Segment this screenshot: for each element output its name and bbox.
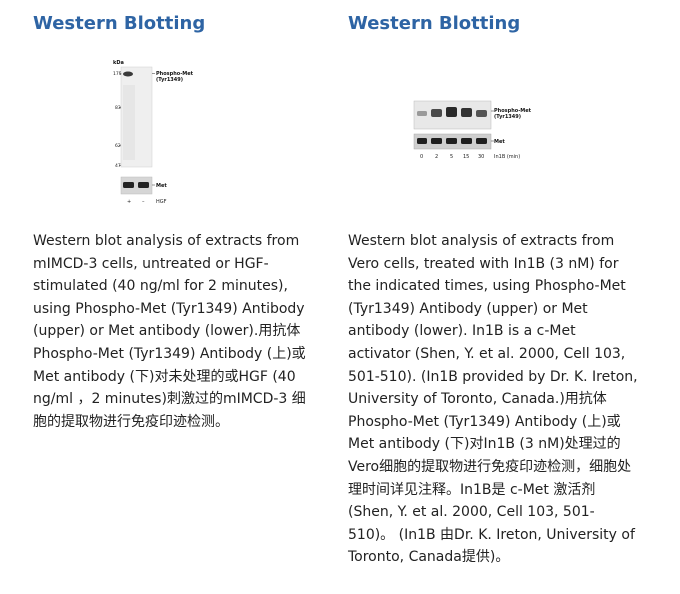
right-phospho-band-15: [461, 108, 472, 117]
right-met-band-2: [431, 138, 442, 144]
right-phospho-band-30: [476, 110, 487, 117]
left-blot-figure: kDa 175 83 62 47 Phospho-Met (Tyr13: [108, 55, 218, 210]
right-lane-value-15: 15: [463, 154, 469, 160]
left-marker-175: 175: [113, 71, 122, 77]
left-phospho-band: [123, 71, 133, 77]
left-title: Western Blotting: [33, 13, 206, 34]
left-marker-62: 62: [115, 143, 121, 149]
left-lane-axis-label: HGF: [156, 199, 167, 205]
left-marker-83: 83: [115, 105, 121, 111]
left-met-band-1: [123, 182, 134, 188]
left-upper-label-2: (Tyr1349): [156, 77, 183, 83]
right-lane-value-30: 30: [478, 154, 484, 160]
right-blot-svg: Phospho-Met (Tyr1349) Met 0 2 5 15 30 In…: [413, 100, 532, 160]
right-lane-value-2: 2: [435, 154, 438, 160]
right-upper-label-2: (Tyr1349): [494, 114, 521, 120]
right-met-band-5: [446, 138, 457, 144]
left-upper-label-1: Phospho-Met: [156, 71, 194, 77]
right-blot-figure: Phospho-Met (Tyr1349) Met 0 2 5 15 30 In…: [412, 97, 612, 167]
right-lane-axis-label: In1B (min): [494, 154, 520, 160]
right-met-band-30: [476, 138, 487, 144]
right-title: Western Blotting: [348, 13, 521, 34]
left-met-band-2: [138, 182, 149, 188]
right-caption: Western blot analysis of extracts from V…: [348, 233, 638, 566]
left-lower-panel: [120, 176, 153, 195]
right-met-band-0: [417, 138, 427, 144]
right-met-band-15: [461, 138, 472, 144]
right-lower-label: Met: [494, 139, 505, 145]
left-lane-smear: [123, 85, 135, 160]
left-blot-svg: kDa 175 83 62 47 Phospho-Met (Tyr13: [113, 60, 194, 205]
right-phospho-band-5: [446, 107, 457, 117]
right-upper-label-1: Phospho-Met: [494, 108, 532, 114]
left-lane-sign-minus: –: [142, 199, 145, 205]
right-lane-value-5: 5: [450, 154, 453, 160]
left-marker-47: 47: [115, 163, 121, 169]
right-phospho-band-2: [431, 109, 442, 117]
right-phospho-band-0: [417, 111, 427, 116]
left-caption: Western blot analysis of extracts from m…: [33, 233, 306, 430]
left-kda-label: kDa: [113, 60, 124, 66]
right-lane-value-0: 0: [420, 154, 423, 160]
left-lower-label: Met: [156, 183, 167, 189]
left-lane-sign-plus: +: [127, 199, 131, 205]
